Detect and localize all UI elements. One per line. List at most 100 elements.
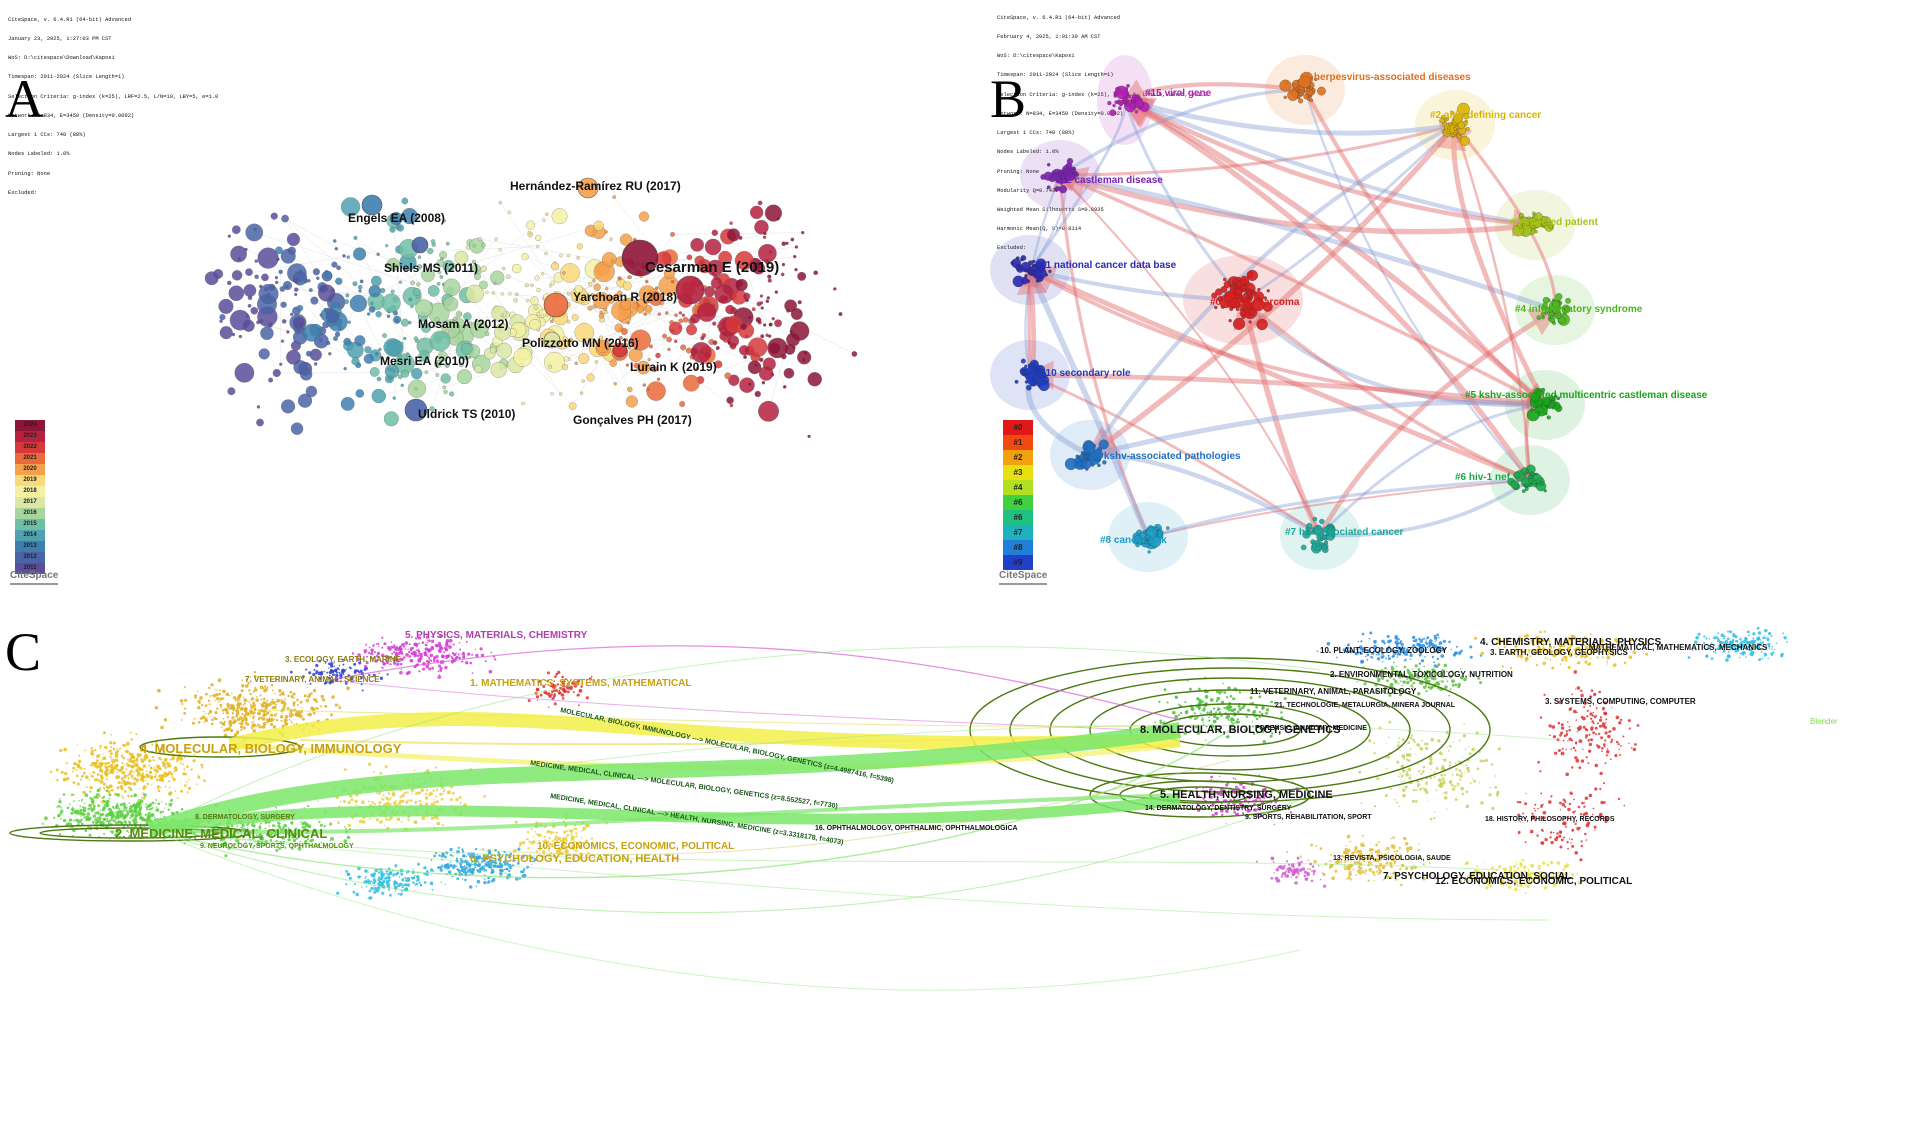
journal-dot	[252, 720, 255, 723]
journal-dot	[241, 684, 245, 688]
network-node	[344, 299, 349, 305]
journal-dot	[111, 788, 114, 791]
journal-dot	[1732, 633, 1736, 638]
journal-dot	[425, 659, 429, 663]
journal-dot	[411, 646, 415, 650]
journal-dot	[403, 656, 406, 659]
cluster-node	[1097, 463, 1101, 468]
journal-dot	[263, 712, 266, 715]
network-node	[366, 312, 371, 316]
journal-dot	[122, 796, 125, 799]
network-node	[443, 389, 448, 395]
cluster-node	[1126, 102, 1130, 106]
network-node	[455, 311, 462, 318]
journal-dot	[381, 874, 383, 877]
journal-dot	[198, 702, 201, 704]
journal-dot	[163, 750, 166, 753]
cluster-link	[1242, 123, 1456, 302]
journal-dot	[222, 722, 226, 726]
journal-dot	[1773, 648, 1775, 651]
journal-dot	[256, 696, 258, 698]
network-node	[581, 379, 585, 383]
panel-a: CiteSpace, v. 6.4.R1 (64-bit) Advanced J…	[0, 0, 960, 600]
cluster-node	[1452, 113, 1463, 124]
journal-dot	[356, 657, 360, 661]
journal-dot	[72, 770, 74, 773]
journal-dot	[330, 836, 334, 841]
cluster-node	[1287, 89, 1299, 101]
network-nodes	[204, 177, 858, 439]
journal-dot	[126, 829, 129, 832]
cluster-node	[1534, 212, 1543, 221]
cluster-node	[1020, 258, 1024, 262]
journal-dot	[563, 680, 566, 683]
journal-dot	[362, 674, 365, 677]
journal-dot	[1434, 641, 1436, 643]
network-node	[525, 220, 535, 230]
network-node	[289, 312, 294, 316]
network-node	[468, 321, 473, 326]
cluster-node	[1517, 223, 1523, 229]
cluster-node	[1102, 460, 1107, 465]
journal-dot	[122, 802, 126, 806]
cluster-node	[1046, 162, 1051, 167]
network-node	[256, 405, 261, 409]
journal-dot	[89, 785, 93, 790]
cluster-node	[1075, 454, 1079, 458]
network-node	[432, 324, 436, 328]
journal-dot	[90, 749, 94, 753]
network-edge	[254, 232, 413, 284]
journal-dot	[68, 826, 71, 828]
journal-dot	[1369, 631, 1373, 635]
journal-dot	[451, 792, 455, 795]
network-node	[735, 278, 748, 292]
journal-dot	[431, 635, 433, 638]
journal-dot	[221, 698, 223, 700]
panel-b-metadata: CiteSpace, v. 6.4.R1 (64-bit) Advanced F…	[997, 2, 1207, 265]
journal-dot	[219, 703, 223, 707]
cluster-node	[1521, 489, 1526, 493]
journal-dot	[127, 761, 129, 763]
network-node	[621, 239, 659, 277]
cluster-node	[1530, 471, 1535, 476]
network-node	[359, 279, 364, 284]
journal-dot	[368, 896, 373, 900]
journal-dot	[404, 641, 409, 645]
cluster-link	[1303, 89, 1531, 481]
cluster-link	[1027, 268, 1151, 539]
journal-dot	[1544, 657, 1547, 659]
journal-dot	[339, 673, 343, 677]
journal-dot	[100, 762, 104, 766]
network-node	[524, 283, 529, 288]
journal-dot	[157, 788, 159, 790]
journal-dot	[203, 721, 205, 724]
journal-dot	[126, 763, 131, 768]
journal-dot	[1771, 646, 1774, 648]
journal-dot	[455, 652, 457, 654]
journal-dot	[518, 846, 520, 849]
journal-dot	[591, 837, 594, 840]
journal-dot	[290, 847, 294, 850]
journal-dot	[456, 868, 459, 871]
journal-dot	[211, 718, 214, 722]
cluster-node	[1142, 530, 1147, 534]
network-node	[328, 352, 332, 356]
cluster-node	[1530, 392, 1540, 402]
journal-dot	[116, 793, 120, 797]
journal-dot	[483, 878, 486, 880]
journal-dot	[140, 760, 144, 763]
journal-dot	[1404, 658, 1407, 661]
network-node	[280, 339, 285, 343]
cluster-node	[1054, 186, 1060, 191]
journal-dot	[242, 703, 245, 706]
journal-dot	[575, 835, 578, 838]
journal-dot	[1539, 630, 1542, 634]
journal-dot	[158, 756, 162, 760]
node-label: Polizzotto MN (2016)	[522, 336, 639, 350]
journal-dot	[1436, 633, 1439, 637]
cluster-node	[1565, 297, 1571, 304]
journal-dot	[400, 668, 403, 671]
journal-dot	[409, 799, 413, 802]
journal-dot	[517, 847, 521, 851]
journal-dot	[401, 799, 405, 803]
